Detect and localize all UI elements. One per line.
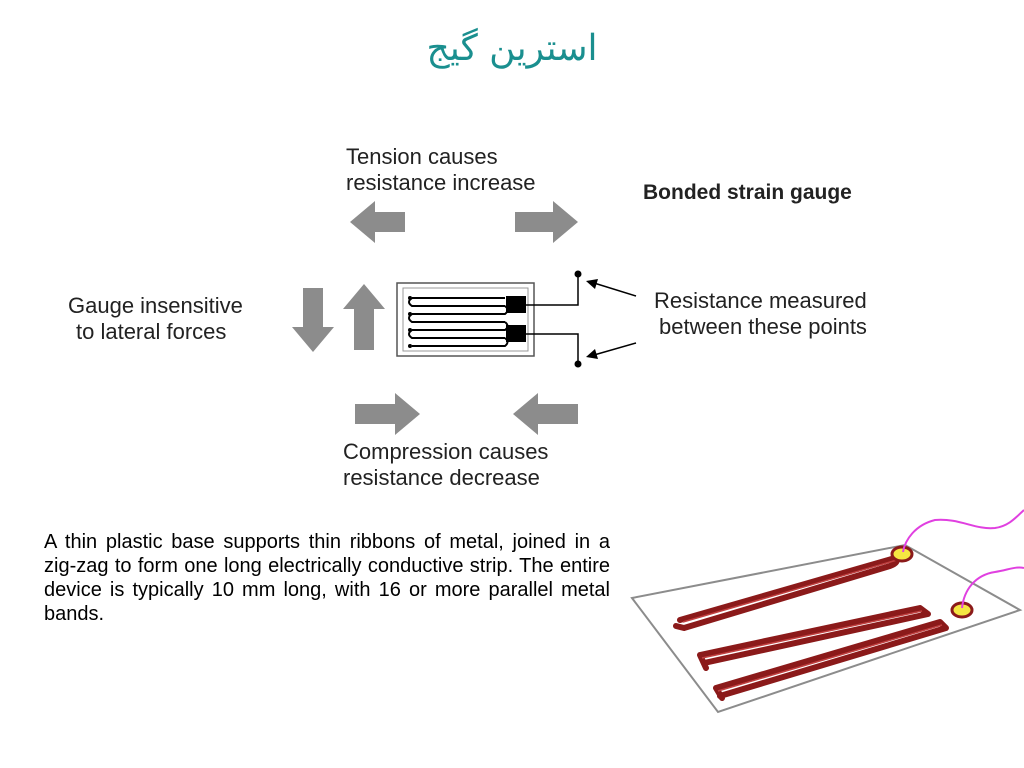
resistance-label: Resistance measured between these points	[654, 288, 867, 340]
gauge-inner-border	[402, 287, 529, 352]
slide-title: استرین گیج	[426, 28, 598, 69]
lead-bottom	[526, 333, 579, 363]
compression-label: Compression causes resistance decrease	[343, 439, 548, 491]
tension-arrow-left	[350, 201, 405, 243]
gauge-sketch	[630, 509, 1024, 714]
tension-label-line1: Tension causes	[346, 144, 498, 169]
compression-arrow-right	[513, 393, 578, 435]
pointer-arrow-top	[586, 279, 598, 289]
resistance-label-line2: between these points	[659, 314, 867, 339]
resistance-label-line1: Resistance measured	[654, 288, 867, 313]
tension-label: Tension causes resistance increase	[346, 144, 536, 196]
lateral-arrow-up	[343, 284, 385, 350]
solder-pad-top	[890, 545, 914, 563]
measure-point-bottom	[574, 360, 582, 368]
compression-label-line1: Compression causes	[343, 439, 549, 464]
lateral-label-line1: Gauge insensitive	[68, 293, 243, 318]
diagram-heading: Bonded strain gauge	[643, 181, 852, 204]
tension-label-line2: resistance increase	[346, 170, 536, 195]
gauge-sketch-ribbon	[673, 555, 949, 701]
compression-arrow-left	[355, 393, 420, 435]
compression-label-line2: resistance decrease	[343, 465, 540, 490]
lead-wire-bottom	[961, 566, 1024, 609]
terminal-pad-bottom	[506, 325, 526, 342]
pointer-arrow-bottom	[586, 349, 598, 359]
lateral-label: Gauge insensitive to lateral forces	[68, 293, 243, 345]
lateral-label-line2: to lateral forces	[76, 319, 227, 344]
gauge-base	[396, 282, 535, 357]
gauge-grid	[408, 297, 509, 347]
description-text: A thin plastic base supports thin ribbon…	[44, 531, 610, 625]
lead-wire-top	[902, 509, 1024, 553]
terminal-pad-top	[506, 296, 526, 313]
lead-top	[526, 275, 579, 306]
measure-point-top	[574, 270, 582, 278]
lateral-arrow-down	[292, 288, 334, 352]
tension-arrow-right	[515, 201, 578, 243]
